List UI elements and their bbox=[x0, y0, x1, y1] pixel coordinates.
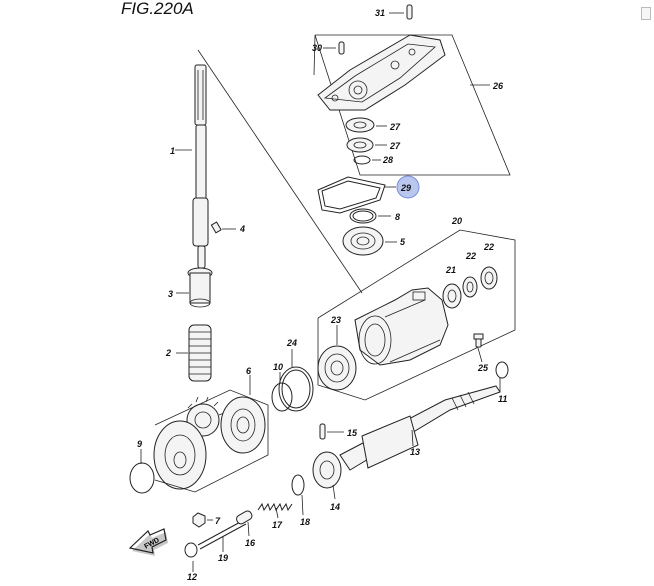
callout-8[interactable]: 8 bbox=[395, 212, 400, 222]
callout-25[interactable]: 25 bbox=[477, 363, 489, 373]
part-3-sleeve bbox=[176, 267, 213, 308]
group-outline-upper bbox=[197, 34, 511, 294]
callout-28[interactable]: 28 bbox=[382, 155, 393, 165]
callout-29[interactable]: 29 bbox=[400, 183, 411, 193]
part-5-bearing bbox=[342, 226, 397, 256]
callout-12[interactable]: 12 bbox=[187, 572, 197, 582]
part-19-push-rod bbox=[197, 519, 247, 552]
part-26-housing bbox=[317, 34, 490, 111]
part-30-pin bbox=[323, 41, 345, 55]
part-10-ring bbox=[271, 372, 293, 412]
part-24-o-ring bbox=[278, 349, 314, 412]
part-6-bevel-gear bbox=[220, 375, 266, 454]
part-16-cam bbox=[236, 510, 253, 537]
callout-15[interactable]: 15 bbox=[347, 428, 358, 438]
callout-22a[interactable]: 22 bbox=[465, 251, 476, 261]
part-17-spring bbox=[257, 502, 293, 519]
part-28-circlip bbox=[353, 155, 381, 165]
part-13-propeller-shaft bbox=[339, 385, 501, 471]
callout-23[interactable]: 23 bbox=[330, 315, 341, 325]
group-outline-gearcase bbox=[317, 229, 516, 401]
callout-3[interactable]: 3 bbox=[168, 289, 173, 299]
part-7-nut bbox=[192, 512, 213, 528]
part-20-gear-housing bbox=[354, 287, 449, 366]
scroll-indicator[interactable] bbox=[641, 7, 651, 20]
part-4-key bbox=[210, 221, 236, 234]
callout-5[interactable]: 5 bbox=[400, 237, 406, 247]
callout-29-highlight[interactable] bbox=[396, 175, 420, 199]
callout-11[interactable]: 11 bbox=[498, 394, 507, 404]
callout-30[interactable]: 30 bbox=[312, 43, 322, 53]
part-21-needle-bearing bbox=[442, 283, 462, 309]
part-29-gasket bbox=[317, 176, 396, 214]
callout-27a[interactable]: 27 bbox=[389, 122, 401, 132]
part-12-washer bbox=[184, 542, 198, 572]
part-23-bearing bbox=[317, 325, 357, 391]
callout-17[interactable]: 17 bbox=[272, 520, 283, 530]
callout-2[interactable]: 2 bbox=[165, 348, 171, 358]
part-8-o-ring bbox=[349, 208, 391, 224]
callout-21[interactable]: 21 bbox=[445, 265, 456, 275]
callout-14[interactable]: 14 bbox=[330, 502, 340, 512]
callout-26[interactable]: 26 bbox=[492, 81, 504, 91]
figure-title: FIG.220A bbox=[121, 0, 194, 18]
callout-16[interactable]: 16 bbox=[245, 538, 256, 548]
part-25-bolt bbox=[473, 333, 484, 363]
callout-13[interactable]: 13 bbox=[410, 447, 420, 457]
group-outline-gearset bbox=[154, 389, 269, 493]
part-27-bearing-upper bbox=[345, 117, 387, 133]
callout-19[interactable]: 19 bbox=[218, 553, 228, 563]
part-11-ring bbox=[495, 361, 509, 392]
callout-7[interactable]: 7 bbox=[215, 516, 221, 526]
part-18-ring bbox=[291, 474, 305, 516]
fwd-arrow-icon: FWD bbox=[128, 528, 168, 556]
callout-20[interactable]: 20 bbox=[451, 216, 462, 226]
part-27-bearing-lower bbox=[346, 137, 387, 153]
callout-24[interactable]: 24 bbox=[286, 338, 297, 348]
callout-labels: 31 30 26 27 27 28 29 8 5 20 22 22 21 23 … bbox=[137, 8, 507, 582]
callout-22b[interactable]: 22 bbox=[483, 242, 494, 252]
callout-6[interactable]: 6 bbox=[246, 366, 252, 376]
part-14-clutch bbox=[312, 451, 342, 500]
part-15-pin bbox=[319, 423, 344, 440]
callout-27b[interactable]: 27 bbox=[389, 141, 401, 151]
callout-10[interactable]: 10 bbox=[273, 362, 283, 372]
part-6-forward-gear bbox=[153, 420, 207, 490]
part-31-pin bbox=[389, 4, 413, 20]
callout-4[interactable]: 4 bbox=[239, 224, 245, 234]
part-1-driveshaft bbox=[175, 64, 209, 269]
callout-9[interactable]: 9 bbox=[137, 439, 142, 449]
part-9-shim bbox=[129, 449, 155, 494]
part-2-bellows bbox=[176, 324, 212, 382]
part-22-seal-a bbox=[462, 276, 478, 298]
callout-31[interactable]: 31 bbox=[375, 8, 385, 18]
callout-1[interactable]: 1 bbox=[170, 146, 175, 156]
callout-18[interactable]: 18 bbox=[300, 517, 310, 527]
part-22-seal-b bbox=[480, 266, 498, 290]
